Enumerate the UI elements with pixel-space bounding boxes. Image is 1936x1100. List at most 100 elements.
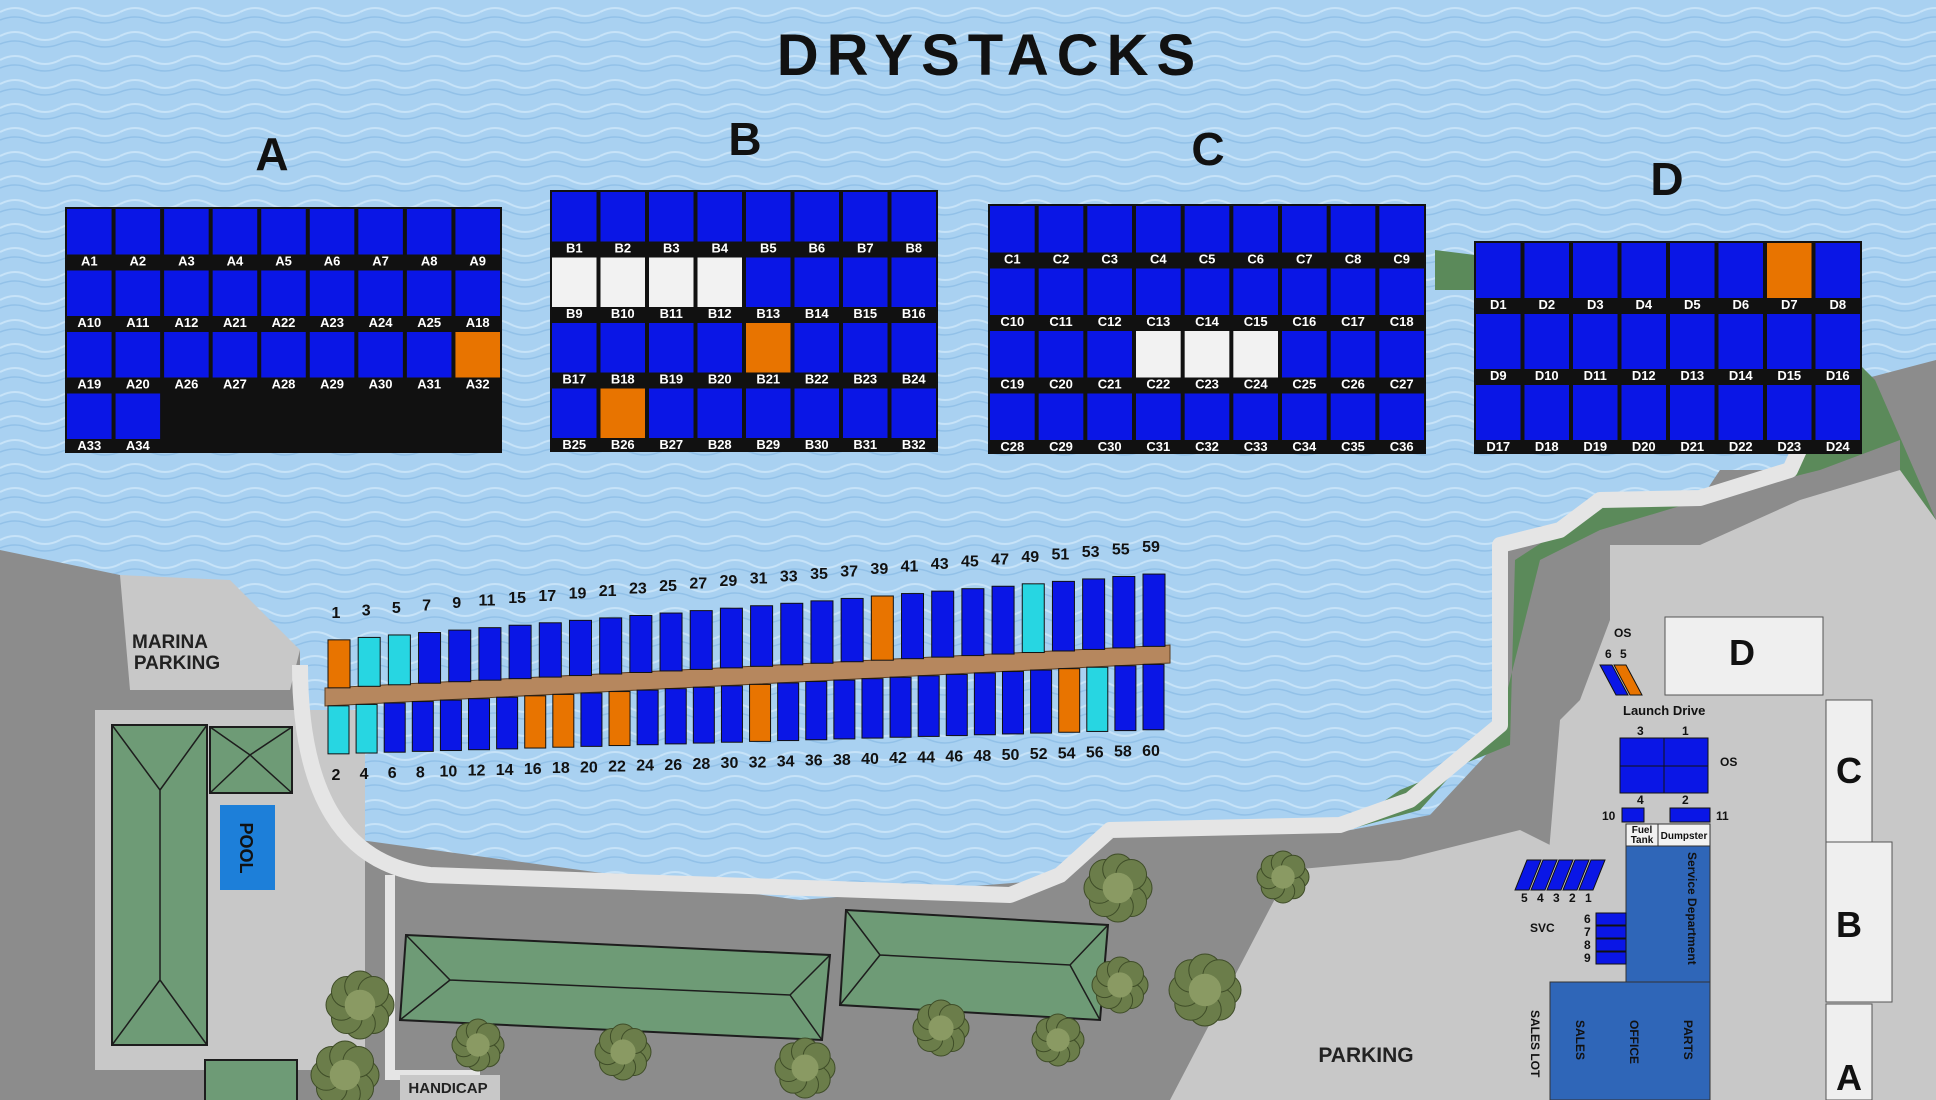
dock-slip-32[interactable]: [749, 683, 772, 742]
slot-b13[interactable]: [746, 257, 791, 308]
slot-d6[interactable]: [1718, 243, 1764, 298]
slot-c33[interactable]: [1233, 393, 1278, 441]
slot-a9[interactable]: [455, 209, 500, 255]
slot-b7[interactable]: [843, 192, 888, 242]
dock-slip-7[interactable]: [418, 632, 442, 684]
lift-slip-1[interactable]: [1578, 859, 1606, 891]
slot-b17[interactable]: [552, 323, 597, 373]
dock-slip-55[interactable]: [1112, 576, 1136, 649]
dock-slip-52[interactable]: [1030, 669, 1053, 734]
dock-slip-16[interactable]: [524, 695, 547, 749]
slot-b28[interactable]: [697, 388, 743, 439]
dock-slip-3[interactable]: [357, 636, 381, 687]
slot-d21[interactable]: [1670, 385, 1715, 440]
dock-slip-60[interactable]: [1142, 663, 1165, 731]
dock-slip-30[interactable]: [720, 685, 743, 743]
slot-c4[interactable]: [1136, 206, 1181, 253]
dock-slip-1[interactable]: [327, 639, 351, 689]
slot-a3[interactable]: [164, 209, 209, 255]
slot-d12[interactable]: [1621, 314, 1667, 369]
slot-d3[interactable]: [1573, 243, 1618, 298]
dock-slip-51[interactable]: [1051, 580, 1075, 652]
dock-slip-56[interactable]: [1086, 666, 1109, 732]
dock-slip-46[interactable]: [945, 673, 968, 737]
slot-d13[interactable]: [1670, 314, 1715, 369]
slot-a27[interactable]: [212, 332, 258, 378]
slot-c35[interactable]: [1330, 393, 1376, 441]
slot-a4[interactable]: [212, 209, 258, 255]
slot-b21[interactable]: [746, 323, 791, 373]
dock-slip-35[interactable]: [810, 600, 834, 664]
slot-a21[interactable]: [212, 270, 258, 317]
lift-slip-5[interactable]: [1514, 859, 1542, 891]
dock-slip-38[interactable]: [833, 679, 856, 740]
slot-d19[interactable]: [1573, 385, 1618, 440]
slot-a30[interactable]: [358, 332, 403, 378]
dock-slip-37[interactable]: [840, 597, 864, 663]
slot-c3[interactable]: [1087, 206, 1132, 253]
slot-b4[interactable]: [697, 192, 743, 242]
slot-c30[interactable]: [1087, 393, 1132, 441]
slot-c13[interactable]: [1136, 268, 1181, 316]
dock-slip-28[interactable]: [692, 686, 715, 744]
slot-b10[interactable]: [600, 257, 646, 308]
dock-slip-47[interactable]: [991, 585, 1015, 655]
slot-c2[interactable]: [1038, 206, 1084, 253]
slot-c29[interactable]: [1038, 393, 1084, 441]
slot-c16[interactable]: [1282, 268, 1327, 316]
slot-b18[interactable]: [600, 323, 646, 373]
slot-a33[interactable]: [67, 393, 112, 440]
svc-slip-7[interactable]: [1595, 925, 1627, 939]
dock-slip-24[interactable]: [636, 689, 659, 746]
dock-slip-15[interactable]: [508, 624, 532, 680]
slot-d11[interactable]: [1573, 314, 1618, 369]
dock-slip-19[interactable]: [568, 619, 592, 677]
slot-c24[interactable]: [1233, 331, 1278, 378]
slot-c31[interactable]: [1136, 393, 1181, 441]
dock-slip-12[interactable]: [468, 698, 491, 751]
dock-slip-8[interactable]: [411, 701, 434, 752]
slot-a18[interactable]: [455, 270, 500, 317]
lift-slip-2[interactable]: [1562, 859, 1590, 891]
dock-slip-25[interactable]: [659, 612, 683, 672]
slot-c22[interactable]: [1136, 331, 1181, 378]
slot-d7[interactable]: [1767, 243, 1812, 298]
dock-slip-31[interactable]: [750, 605, 774, 667]
slot-b12[interactable]: [697, 257, 743, 308]
slot-c14[interactable]: [1184, 268, 1230, 316]
slot-d5[interactable]: [1670, 243, 1715, 298]
dock-slip-53[interactable]: [1082, 578, 1106, 650]
slot-b8[interactable]: [891, 192, 937, 242]
slot-a2[interactable]: [115, 209, 161, 255]
slot-c26[interactable]: [1330, 331, 1376, 378]
dock-slip-14[interactable]: [496, 696, 519, 750]
dock-slip-5[interactable]: [387, 634, 411, 686]
slot-a22[interactable]: [261, 270, 306, 317]
slot-b24[interactable]: [891, 323, 937, 373]
slot-d17[interactable]: [1476, 385, 1521, 440]
slot-b32[interactable]: [891, 388, 937, 439]
dock-slip-33[interactable]: [780, 602, 804, 666]
slot-a12[interactable]: [164, 270, 209, 317]
slot-b31[interactable]: [843, 388, 888, 439]
dock-slip-11[interactable]: [478, 627, 502, 681]
slot-b15[interactable]: [843, 257, 888, 308]
slot-b1[interactable]: [552, 192, 597, 242]
dock-slip-22[interactable]: [608, 691, 631, 747]
lift-slip-3[interactable]: [1546, 859, 1574, 891]
dock-slip-17[interactable]: [538, 622, 562, 678]
slot-a7[interactable]: [358, 209, 403, 255]
slot-c9[interactable]: [1379, 206, 1424, 253]
slot-c20[interactable]: [1038, 331, 1084, 378]
slot-b20[interactable]: [697, 323, 743, 373]
dock-slip-4[interactable]: [355, 703, 378, 754]
dock-slip-50[interactable]: [1001, 671, 1024, 735]
slot-c7[interactable]: [1282, 206, 1327, 253]
slot-c32[interactable]: [1184, 393, 1230, 441]
slot-a6[interactable]: [309, 209, 355, 255]
slot-a5[interactable]: [261, 209, 306, 255]
dock-slip-23[interactable]: [629, 614, 653, 673]
dock-slip-58[interactable]: [1114, 665, 1137, 732]
slot-a29[interactable]: [309, 332, 355, 378]
slot-c15[interactable]: [1233, 268, 1278, 316]
